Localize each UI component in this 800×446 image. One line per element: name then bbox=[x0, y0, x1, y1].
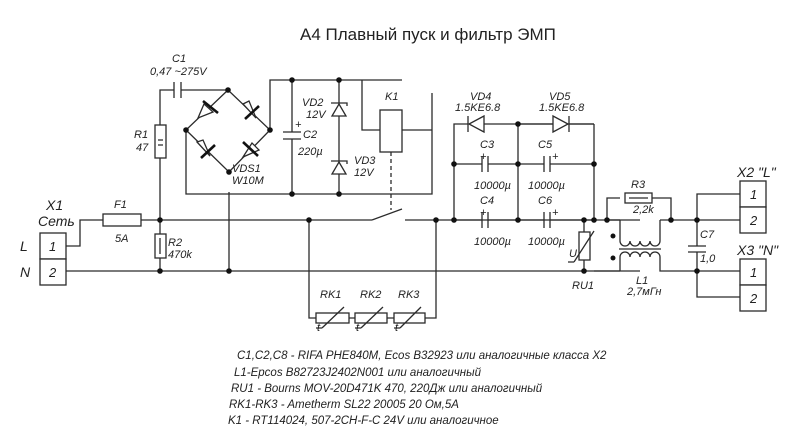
r3-ref: R3 bbox=[631, 179, 646, 191]
capacitor-c1: C1 0,47 ~275V bbox=[150, 53, 208, 98]
f1-value: 5A bbox=[115, 233, 128, 245]
c5-value: 10000µ bbox=[528, 180, 565, 192]
x1-pin-2: 2 bbox=[48, 265, 57, 280]
r2-ref: R2 bbox=[168, 237, 182, 249]
c2-value: 220µ bbox=[297, 146, 323, 158]
note-line: RK1-RK3 - Ametherm SL22 20005 20 Ом,5A bbox=[229, 399, 459, 411]
ru1-ref: RU1 bbox=[572, 280, 594, 292]
connector-x1: 1 2 X1 Сеть L N bbox=[20, 197, 75, 286]
connector-x2: 1 2 X2 "L" bbox=[736, 164, 777, 234]
vd4-ref: VD4 bbox=[470, 91, 491, 103]
rk1-ref: RK1 bbox=[320, 289, 341, 301]
c4-value: 10000µ bbox=[474, 236, 511, 248]
c6-ref: C6 bbox=[538, 195, 553, 207]
x3-pin-2: 2 bbox=[749, 291, 758, 306]
resistor-r2: R2 470k bbox=[154, 233, 192, 261]
vds1-value: W10M bbox=[232, 175, 265, 187]
capacitor-c3: C3 + 10000µ bbox=[474, 139, 511, 192]
x1-pin-1: 1 bbox=[49, 239, 56, 254]
connector-x3: 1 2 X3 "N" bbox=[736, 242, 779, 312]
c2-polarity: + bbox=[295, 119, 302, 131]
c7-ref: C7 bbox=[700, 229, 715, 241]
c3-value: 10000µ bbox=[474, 180, 511, 192]
l1-value: 2,7мГн bbox=[626, 286, 661, 298]
r3-value: 2,2k bbox=[632, 204, 654, 216]
zener-vd3: VD3 12V bbox=[330, 155, 376, 179]
c7-value: 1,0 bbox=[700, 253, 716, 265]
note-line: K1 - RT114024, 507-2CH-F-C 24V или анало… bbox=[228, 415, 499, 427]
relay-k1: K1 bbox=[379, 91, 403, 153]
resistor-r3: R3 2,2k bbox=[624, 179, 654, 216]
diagram-title: А4 Плавный пуск и фильтр ЭМП bbox=[300, 25, 556, 44]
capacitor-c5: C5 + 10000µ bbox=[528, 139, 565, 192]
thermistor-rk3: t RK3 bbox=[393, 289, 426, 334]
choke-l1: L1 2,7мГн bbox=[610, 233, 661, 298]
c2-ref: C2 bbox=[303, 129, 317, 141]
c6-polarity: + bbox=[552, 207, 559, 219]
r1-value: 47 bbox=[136, 142, 149, 154]
x2-pin-2: 2 bbox=[749, 213, 758, 228]
capacitor-c4: C4 + 10000µ bbox=[454, 195, 518, 248]
k1-ref: K1 bbox=[385, 91, 398, 103]
thermistor-rk1: t RK1 bbox=[315, 289, 350, 334]
vds1-ref: VDS1 bbox=[232, 163, 261, 175]
varistor-ru1: U RU1 bbox=[568, 230, 595, 292]
diode-vd5: VD5 1.5KE6.8 bbox=[518, 91, 594, 134]
r2-value: 470k bbox=[168, 249, 192, 261]
x1-ref: X1 bbox=[45, 197, 63, 213]
note-line: C1,C2,C8 - RIFA PHE840M, Ecos B32923 или… bbox=[237, 350, 607, 362]
x3-pin-1: 1 bbox=[750, 265, 757, 280]
thermistor-chain: t RK1 t RK2 t RK3 bbox=[315, 289, 426, 334]
capacitor-c6: C6 + 10000µ bbox=[518, 195, 594, 248]
fuse-f1: F1 5A bbox=[102, 199, 142, 245]
l1-ref: L1 bbox=[636, 275, 648, 287]
vd3-ref: VD3 bbox=[354, 155, 376, 167]
x2-pin-1: 1 bbox=[750, 187, 757, 202]
c4-polarity: + bbox=[480, 207, 487, 219]
rk3-symbol: t bbox=[395, 322, 399, 334]
f1-ref: F1 bbox=[114, 199, 127, 211]
ru1-symbol: U bbox=[569, 248, 577, 260]
capacitor-c7: C7 1,0 bbox=[688, 229, 716, 265]
wires bbox=[66, 79, 740, 319]
note-line: L1-Epcos B82723J2402N001 или аналогичный bbox=[234, 367, 482, 379]
vd2-value: 12V bbox=[306, 109, 327, 121]
r1-ref: R1 bbox=[134, 129, 148, 141]
thermistor-rk2: t RK2 bbox=[354, 289, 388, 334]
vd5-value: 1.5KE6.8 bbox=[539, 102, 585, 114]
zener-vd2: VD2 12V bbox=[302, 97, 348, 121]
line-label-l: L bbox=[20, 238, 28, 254]
vd2-ref: VD2 bbox=[302, 97, 323, 109]
rk2-symbol: t bbox=[356, 322, 360, 334]
x1-name: Сеть bbox=[38, 213, 75, 229]
resistor-r1: R1 47 bbox=[134, 124, 167, 159]
line-label-n: N bbox=[20, 264, 31, 280]
c5-polarity: + bbox=[552, 151, 559, 163]
junctions bbox=[157, 77, 700, 274]
c3-ref: C3 bbox=[480, 139, 495, 151]
vd4-value: 1.5KE6.8 bbox=[455, 102, 501, 114]
capacitor-c2: + C2 220µ bbox=[283, 119, 323, 158]
rk1-symbol: t bbox=[317, 322, 321, 334]
x3-ref: X3 "N" bbox=[736, 242, 779, 258]
component-notes: C1,C2,C8 - RIFA PHE840M, Ecos B32923 или… bbox=[228, 350, 607, 427]
note-line: RU1 - Bourns MOV-20D471K 470, 220Дж или … bbox=[231, 383, 543, 395]
c6-value: 10000µ bbox=[528, 236, 565, 248]
vd3-value: 12V bbox=[354, 167, 375, 179]
c1-ref: C1 bbox=[172, 53, 186, 65]
vd5-ref: VD5 bbox=[549, 91, 571, 103]
diode-vd4: VD4 1.5KE6.8 bbox=[455, 91, 501, 134]
c4-ref: C4 bbox=[480, 195, 494, 207]
c5-ref: C5 bbox=[538, 139, 553, 151]
rk3-ref: RK3 bbox=[398, 289, 420, 301]
rk2-ref: RK2 bbox=[360, 289, 381, 301]
c1-value: 0,47 ~275V bbox=[150, 66, 208, 78]
x2-ref: X2 "L" bbox=[736, 164, 777, 180]
c3-polarity: + bbox=[480, 151, 487, 163]
